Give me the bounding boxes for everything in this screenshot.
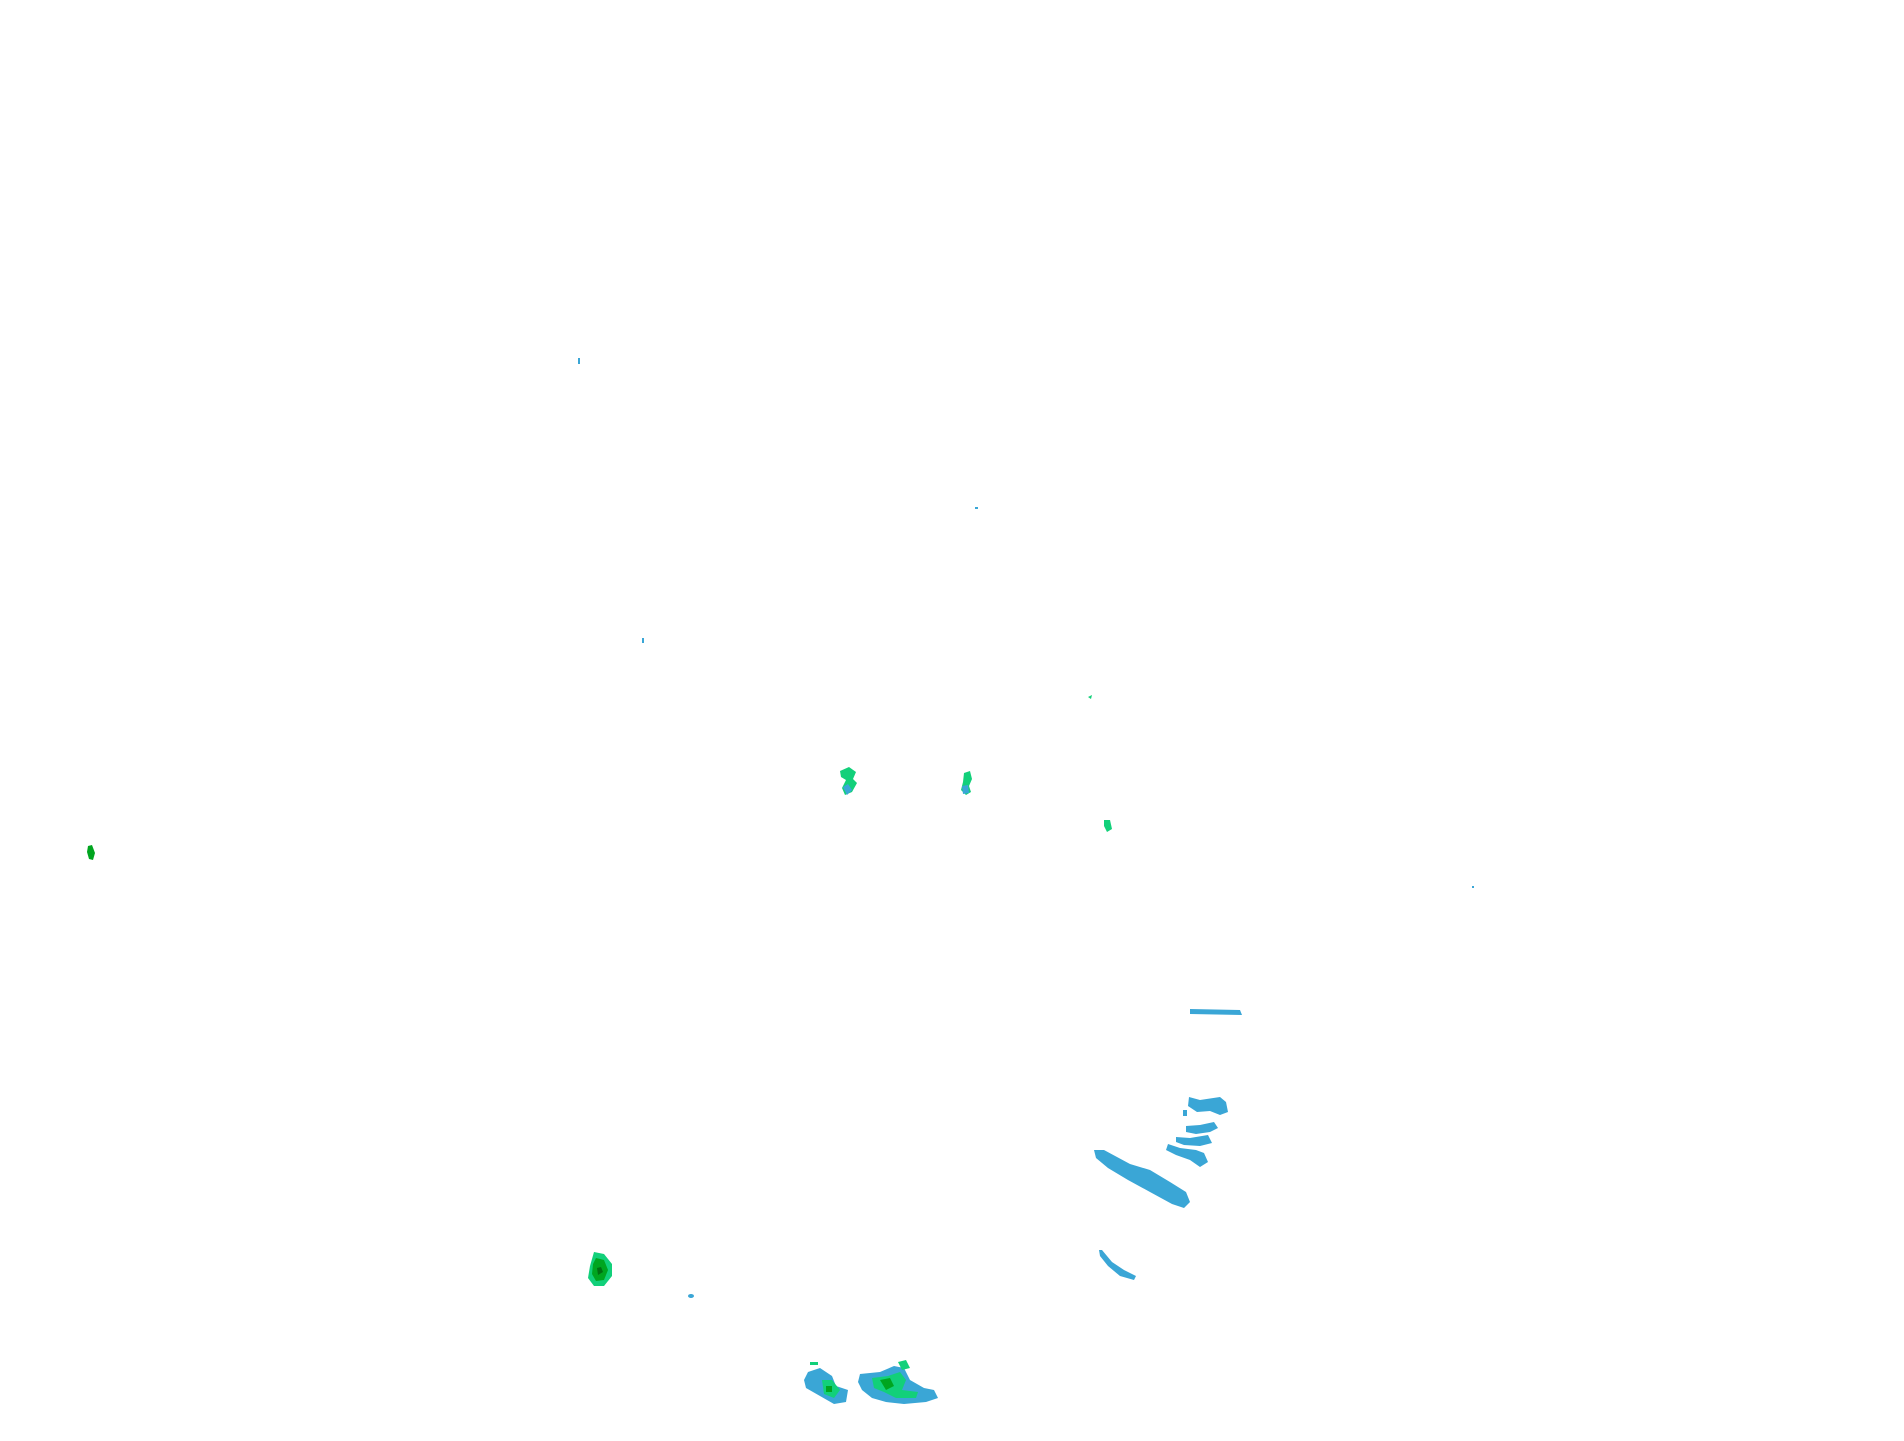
echo-blob <box>87 845 95 860</box>
echo-speck <box>975 507 978 509</box>
echo-speck <box>1088 695 1092 699</box>
echo-band-southeast <box>1094 1009 1242 1280</box>
echo-streak <box>1099 1250 1136 1280</box>
echo-cluster-central-right <box>961 771 972 795</box>
echo-speck <box>688 1294 694 1298</box>
echo-cell-east-small <box>1104 820 1112 832</box>
echo-speck <box>642 638 644 643</box>
echo-streak <box>1176 1135 1212 1146</box>
echo-speck <box>810 1362 818 1365</box>
echo-streak <box>1186 1122 1218 1134</box>
echo-core <box>872 1372 918 1398</box>
echo-core <box>880 1378 894 1390</box>
echo-cell-southwest <box>588 1252 612 1286</box>
echo-cluster-central-left <box>840 767 857 795</box>
echo-streak <box>1166 1144 1208 1167</box>
echo-cell-west <box>87 845 95 860</box>
isolated-echoes <box>578 358 1474 1298</box>
echo-core <box>826 1386 832 1392</box>
echo-core <box>597 1267 603 1275</box>
echo-blob <box>843 784 852 795</box>
echo-streak <box>1188 1097 1228 1115</box>
echo-blob <box>898 1360 910 1370</box>
echo-blob <box>962 785 969 794</box>
echo-streak <box>1183 1110 1187 1116</box>
echo-streak <box>1190 1009 1242 1015</box>
echo-speck <box>578 358 580 364</box>
echo-blob <box>1104 820 1112 832</box>
echo-streak <box>1094 1150 1190 1208</box>
echo-speck <box>1472 886 1474 888</box>
echo-cluster-south <box>804 1360 938 1404</box>
